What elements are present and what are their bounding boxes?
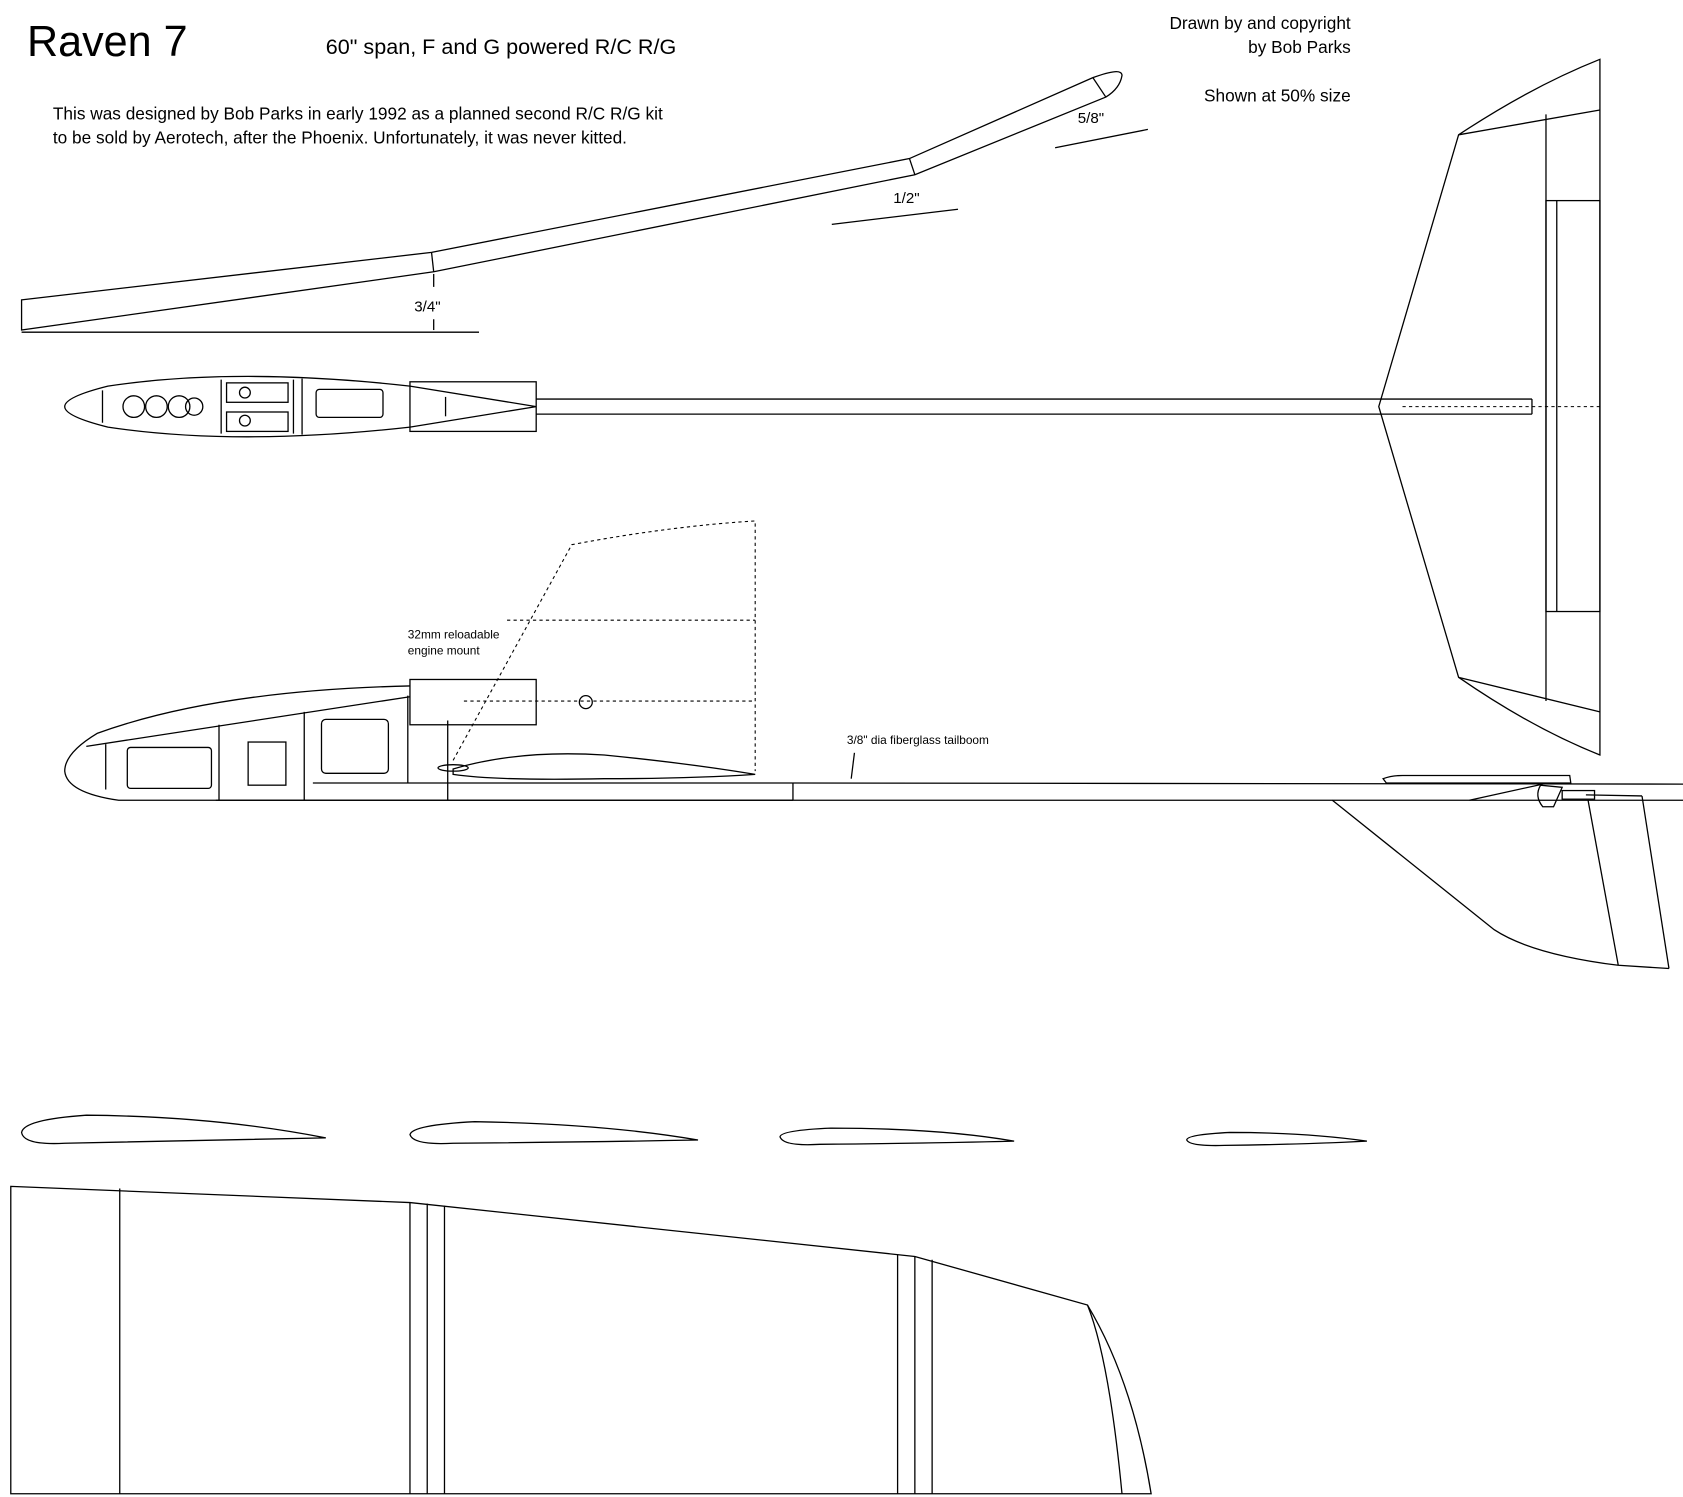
wing-planform: [10, 1185, 1152, 1495]
credit-line-1: Drawn by and copyright: [1169, 13, 1350, 33]
fuselage-top-view: [64, 375, 1533, 438]
tail-side-view: [1331, 774, 1670, 970]
fuselage-side-view: 32mm reloadable engine mount 3/8" dia fi…: [64, 520, 1683, 801]
description-line-2: to be sold by Aerotech, after the Phoeni…: [53, 127, 627, 147]
airfoil-sections: [20, 1114, 1367, 1147]
engine-mount-label-2: engine mount: [408, 644, 481, 658]
cg-marker-icon: [578, 695, 593, 710]
description-line-1: This was designed by Bob Parks in early …: [53, 104, 663, 124]
credit-line-2: by Bob Parks: [1248, 37, 1351, 57]
dihedral-dim-middle: 1/2": [893, 190, 919, 207]
wing-root-airfoil: [452, 753, 756, 780]
horizontal-stabilizer-top-view: [1378, 58, 1601, 756]
plan-subtitle: 60" span, F and G powered R/C R/G: [326, 34, 676, 59]
scale-note: Shown at 50% size: [1204, 85, 1351, 105]
wing-front-view: 3/4" 1/2" 5/8": [20, 71, 1149, 333]
engine-mount-label-1: 32mm reloadable: [408, 627, 500, 641]
dihedral-dim-inner: 3/4": [414, 299, 440, 316]
dihedral-dim-tip: 5/8": [1078, 110, 1104, 127]
tailboom-label: 3/8" dia fiberglass tailboom: [847, 733, 989, 747]
plan-title: Raven 7: [27, 18, 188, 66]
